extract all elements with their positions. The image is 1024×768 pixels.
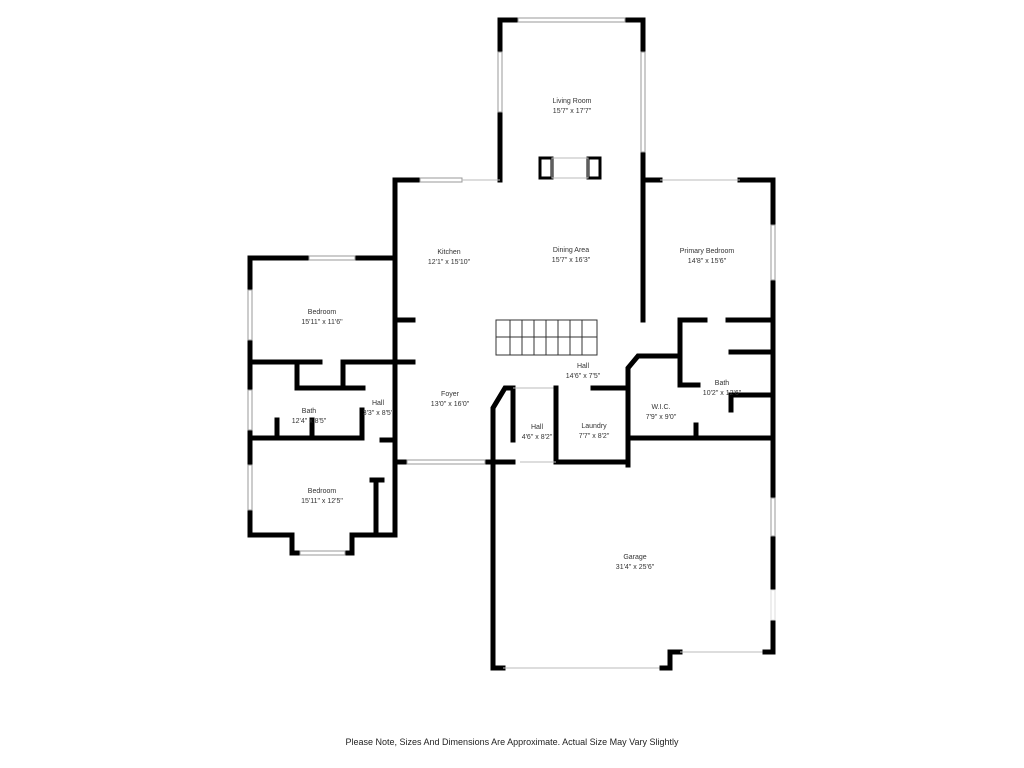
- room-label-bath-left: Bath 12'4" x 8'5": [291, 408, 327, 425]
- room-label-primary-bedroom: Primary Bedroom 14'8" x 15'6": [679, 248, 735, 265]
- disclaimer-footnote: Please Note, Sizes And Dimensions Are Ap…: [345, 737, 679, 747]
- room-label-hall-small: Hall 4'6" x 8'2": [521, 424, 553, 441]
- room-label-bedroom-upper: Bedroom 15'11" x 11'6": [301, 309, 343, 326]
- kitchen-dining-walls: [392, 177, 598, 388]
- living-room-walls: [497, 17, 646, 183]
- room-label-kitchen: Kitchen 12'1" x 15'10": [427, 249, 471, 266]
- hall-laundry-walls: [482, 385, 631, 668]
- primary-bath-walls: [625, 317, 776, 468]
- room-label-garage: Garage 31'4" x 25'6": [615, 554, 655, 571]
- garage-walls: [490, 497, 776, 671]
- room-label-hall-main: Hall 14'6" x 7'5": [565, 363, 601, 380]
- primary-bedroom-walls: [640, 177, 776, 653]
- room-label-dining-area: Dining Area 15'7" x 16'3": [551, 247, 591, 264]
- room-label-laundry: Laundry 7'7" x 8'2": [578, 423, 610, 440]
- room-label-bath-primary: Bath 10'2" x 12'6": [702, 380, 742, 397]
- room-label-foyer: Foyer 13'0" x 16'0": [430, 391, 470, 408]
- room-label-bedroom-lower: Bedroom 15'11" x 12'5": [301, 488, 343, 505]
- left-wing-walls: [247, 255, 398, 556]
- room-label-living-room: Living Room 15'7" x 17'7": [552, 98, 592, 115]
- room-label-wic: W.I.C. 7'9" x 9'0": [645, 404, 677, 421]
- room-label-hall-left: Hall 3'3" x 8'5": [362, 400, 394, 417]
- stairs: [496, 320, 597, 355]
